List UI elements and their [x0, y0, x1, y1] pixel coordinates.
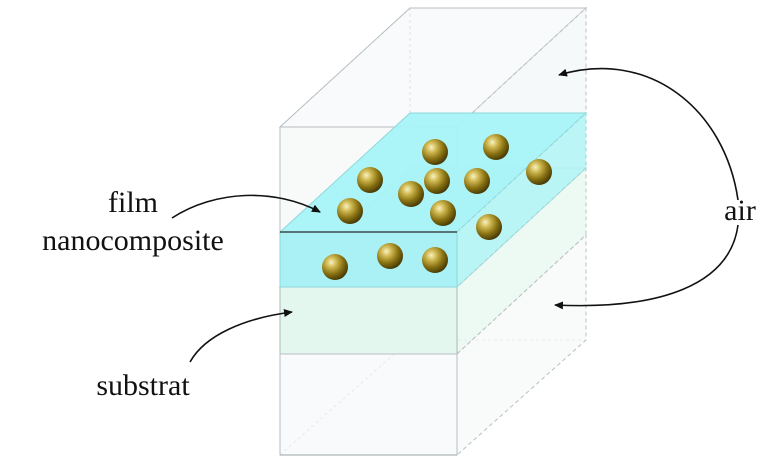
nanoparticle [337, 198, 363, 224]
label-nanocomposite: nanocomposite [42, 224, 224, 257]
arrow-air-top [558, 67, 739, 201]
arrow-film [171, 194, 321, 219]
nanoparticle [424, 168, 450, 194]
nanoparticle [422, 247, 448, 273]
arrow-air-bottom [554, 224, 739, 310]
arrow-substrat [189, 309, 293, 363]
label-film: film [108, 186, 158, 219]
nanoparticle [430, 200, 456, 226]
nanoparticle [357, 167, 383, 193]
nanoparticle [464, 168, 490, 194]
nanoparticles [322, 134, 552, 280]
air-layer-bottom [279, 233, 587, 457]
nanoparticle [483, 134, 509, 160]
label-air: air [724, 194, 756, 227]
label-substrat: substrat [96, 369, 190, 402]
nanoparticle [377, 243, 403, 269]
nanoparticle [476, 214, 502, 240]
nanoparticle [398, 181, 424, 207]
nanoparticle [526, 159, 552, 185]
arrows [171, 67, 739, 363]
nanoparticle [322, 254, 348, 280]
nanoparticle [422, 139, 448, 165]
